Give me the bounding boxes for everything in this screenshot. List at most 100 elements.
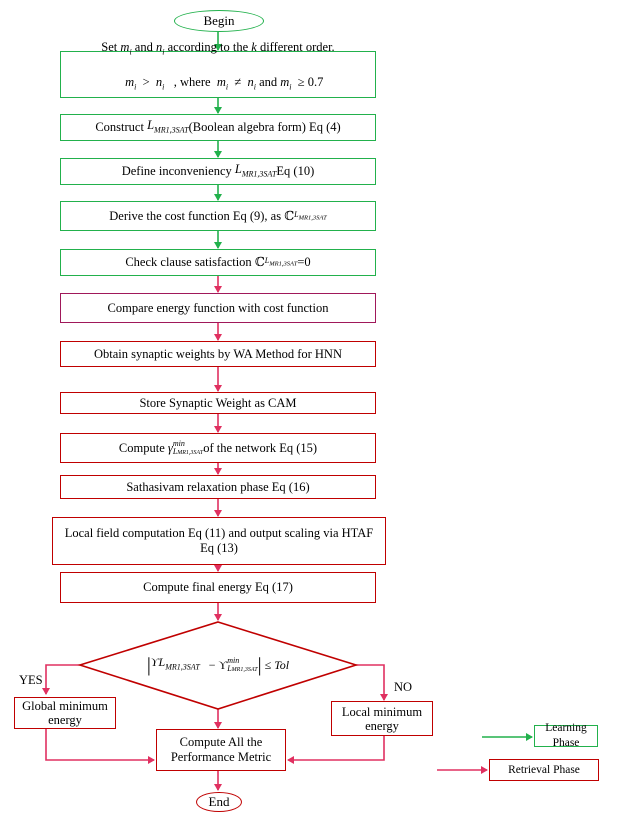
legend-retrieval: Retrieval Phase bbox=[489, 759, 599, 781]
math-sup: min bbox=[172, 438, 185, 448]
text: Local field computation Eq (11) and outp… bbox=[64, 526, 374, 555]
math-sub: i bbox=[253, 82, 256, 91]
step-final-energy: Compute final energy Eq (17) bbox=[60, 572, 376, 603]
local-minimum-box: Local minimum energy bbox=[331, 701, 433, 736]
text: of the network Eq (15) bbox=[203, 440, 318, 455]
end-label: End bbox=[208, 794, 230, 809]
math-L: L bbox=[147, 117, 155, 132]
text: according to the bbox=[164, 40, 252, 54]
math-sup: min bbox=[227, 655, 240, 665]
math-minus-gamma: − ϒ bbox=[208, 657, 228, 672]
legend-learning: Learning Phase bbox=[534, 722, 598, 749]
arrow-local-compute bbox=[287, 736, 385, 764]
global-minimum-box: Global minimum energy bbox=[14, 697, 116, 729]
math-sub: MR1,3SAT bbox=[269, 260, 298, 268]
text: Learning Phase bbox=[545, 722, 587, 749]
step-define-inconveniency: Define inconveniency LMR1,3SAT Eq (10) bbox=[60, 158, 376, 185]
end-terminal: End bbox=[196, 792, 242, 812]
compute-all-box: Compute All the Performance Metric bbox=[156, 729, 286, 771]
text: Global minimum energy bbox=[22, 699, 108, 727]
math-n: n bbox=[247, 74, 254, 89]
math-sub-group: LMR1,3SAT bbox=[172, 446, 204, 457]
math-n: n bbox=[155, 74, 163, 89]
math-sub: i bbox=[134, 82, 137, 91]
decision-diamond bbox=[77, 621, 359, 710]
math-gt: > bbox=[142, 74, 150, 89]
text: (Boolean algebra form) Eq (4) bbox=[188, 120, 341, 134]
text: and bbox=[259, 74, 278, 89]
yes-label: YES bbox=[19, 673, 43, 687]
math-tol: Tol bbox=[274, 657, 290, 672]
begin-terminal: Begin bbox=[174, 10, 264, 32]
arrow-decision-local bbox=[356, 664, 388, 701]
math-L: L bbox=[234, 161, 242, 176]
math-C: ℂ bbox=[284, 208, 295, 223]
math-gamma: γ bbox=[167, 440, 173, 455]
step-set-order-line2: mi > ni , where mi ≠ ni and mi ≥ 0.7 bbox=[113, 60, 324, 110]
text: , where bbox=[173, 74, 211, 89]
step-relaxation: Sathasivam relaxation phase Eq (16) bbox=[60, 475, 376, 499]
math-L: L bbox=[227, 663, 232, 673]
math-gamma: ϒ bbox=[150, 655, 159, 670]
math-m: m bbox=[125, 74, 135, 89]
math-sub: MR1,3SAT bbox=[154, 125, 189, 135]
math-L: L bbox=[264, 256, 270, 266]
math-k: k bbox=[251, 40, 257, 54]
math-n: n bbox=[155, 40, 163, 54]
step-store-weight: Store Synaptic Weight as CAM bbox=[60, 392, 376, 414]
math-C: ℂ bbox=[254, 255, 265, 269]
text: Local minimum energy bbox=[341, 704, 423, 733]
math-sub: i bbox=[129, 47, 132, 57]
math-L: L bbox=[158, 655, 166, 670]
text: Define inconveniency bbox=[121, 164, 232, 178]
step-set-order: Set mi and ni according to the k differe… bbox=[60, 40, 376, 98]
math-sub: MR1,3SAT bbox=[231, 666, 258, 673]
math-sub: MR1,3SAT bbox=[177, 449, 204, 456]
step-compare-energy: Compare energy function with cost functi… bbox=[60, 293, 376, 323]
arrow-global-compute bbox=[45, 729, 155, 764]
math-sub: MR1,3SAT bbox=[241, 169, 277, 179]
text: Retrieval Phase bbox=[508, 763, 580, 776]
text: Compare energy function with cost functi… bbox=[107, 300, 329, 315]
step-construct: Construct LMR1,3SAT (Boolean algebra for… bbox=[60, 114, 376, 141]
step-set-order-line1: Set mi and ni according to the k differe… bbox=[101, 40, 334, 60]
text: Construct bbox=[95, 120, 144, 134]
text: Obtain synaptic weights by WA Method for… bbox=[93, 346, 342, 361]
math-L: L bbox=[172, 446, 178, 456]
text: and bbox=[131, 40, 156, 54]
math-m: m bbox=[120, 40, 130, 54]
no-label: NO bbox=[394, 680, 413, 694]
math-sub: i bbox=[289, 82, 292, 91]
text: Sathasivam relaxation phase Eq (16) bbox=[126, 479, 310, 494]
text: Compute bbox=[118, 440, 165, 455]
text: Derive the cost function Eq (9), as bbox=[109, 208, 282, 223]
text: Check clause satisfaction bbox=[125, 255, 252, 269]
arrow-decision-global bbox=[42, 664, 80, 695]
math-m: m bbox=[280, 74, 290, 89]
begin-label: Begin bbox=[203, 13, 235, 28]
math-sub: MR1,3SAT bbox=[298, 214, 327, 222]
math-L: L bbox=[294, 209, 299, 219]
math-m: m bbox=[216, 74, 226, 89]
text: =0 bbox=[297, 255, 311, 269]
math-ne: ≠ bbox=[234, 74, 242, 89]
text: Compute final energy Eq (17) bbox=[143, 580, 293, 594]
text: Store Synaptic Weight as CAM bbox=[139, 395, 297, 410]
text: different order. bbox=[256, 40, 335, 54]
math-le: ≤ bbox=[264, 657, 272, 672]
math-sub: i bbox=[162, 47, 165, 57]
text: Eq (10) bbox=[276, 164, 315, 178]
math-sub: i bbox=[225, 82, 229, 91]
math-sub: i bbox=[162, 82, 165, 91]
step-obtain-weights: Obtain synaptic weights by WA Method for… bbox=[60, 341, 376, 367]
step-local-field: Local field computation Eq (11) and outp… bbox=[52, 517, 386, 565]
text: Set bbox=[101, 40, 121, 54]
math-sub: MR1,3SAT bbox=[165, 662, 200, 672]
math-ge: ≥ 0.7 bbox=[297, 74, 324, 89]
text: Compute All the Performance Metric bbox=[170, 735, 272, 764]
